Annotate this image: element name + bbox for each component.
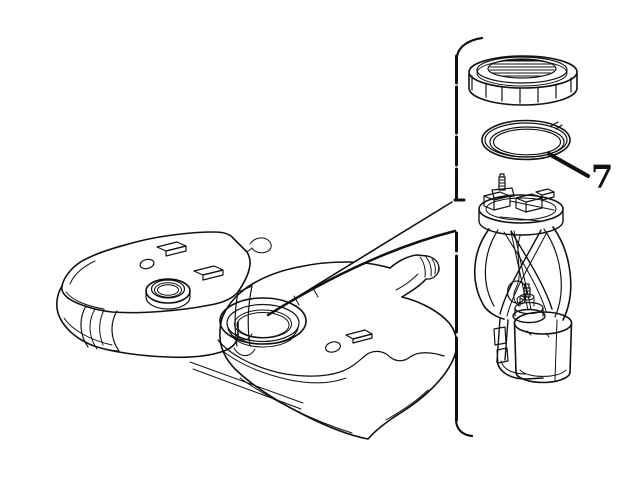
fuel-tank	[56, 231, 458, 440]
tank-strap	[80, 305, 120, 352]
fuel-pump-module	[474, 173, 573, 384]
pump-strut-cage	[474, 226, 572, 321]
callout-label: 7	[591, 158, 613, 196]
pump-opening	[219, 297, 307, 348]
lock-ring	[468, 55, 578, 106]
location-arrow	[266, 201, 457, 317]
lock-ring-hatch	[489, 60, 555, 77]
tank-left-lobe	[56, 231, 272, 359]
seal-ring	[481, 119, 571, 161]
leader-line	[547, 152, 590, 178]
filler-neck	[389, 254, 440, 298]
pump-canister	[493, 283, 573, 384]
grouping-bracket	[453, 36, 484, 438]
tank-tabs	[139, 241, 224, 281]
sender-ring	[145, 278, 191, 310]
pump-flange	[478, 173, 564, 236]
